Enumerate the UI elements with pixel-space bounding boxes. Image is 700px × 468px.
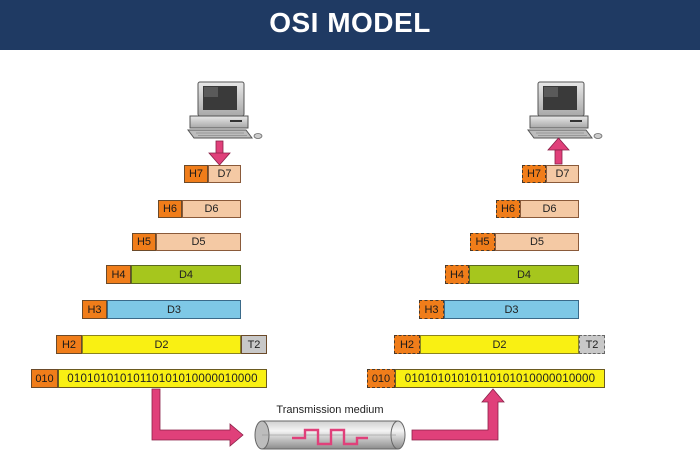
computer-icon <box>187 81 263 139</box>
page-title: OSI MODEL <box>269 7 431 38</box>
receiver-data-d3: D3 <box>444 300 579 319</box>
sender-data-d2: D2 <box>82 335 241 354</box>
sender-physical-header: 010 <box>31 369 58 388</box>
sender-header-h7: H7 <box>184 165 208 183</box>
sender-header-h4: H4 <box>106 265 131 284</box>
sender-bitstream: 01010101010110101010000010000 <box>58 369 267 388</box>
sender-data-d7: D7 <box>208 165 241 183</box>
down-arrow-icon <box>208 140 231 166</box>
title-banner: OSI MODEL <box>0 0 700 50</box>
receiver-header-h2: H2 <box>394 335 420 354</box>
receiver-bitstream: 01010101010110101010000010000 <box>395 369 605 388</box>
receiver-header-h6: H6 <box>496 200 520 218</box>
receiver-header-h3: H3 <box>419 300 444 319</box>
receiver-header-h4: H4 <box>445 265 469 284</box>
sender-trailer-t2: T2 <box>241 335 267 354</box>
sender-header-h3: H3 <box>82 300 107 319</box>
transmission-cable-icon <box>254 420 406 450</box>
receiver-data-d2: D2 <box>420 335 579 354</box>
receiver-data-d6: D6 <box>520 200 579 218</box>
receiver-physical-header: 010 <box>367 369 395 388</box>
receiver-data-d4: D4 <box>469 265 579 284</box>
receiver-data-d5: D5 <box>495 233 579 251</box>
computer-icon <box>527 81 603 139</box>
sender-header-h2: H2 <box>56 335 82 354</box>
sender-data-d6: D6 <box>182 200 241 218</box>
receiver-data-d7: D7 <box>546 165 579 183</box>
sender-data-d5: D5 <box>156 233 241 251</box>
sender-data-d4: D4 <box>131 265 241 284</box>
arrow-from-medium <box>411 388 505 441</box>
receiver-header-h7: H7 <box>522 165 546 183</box>
receiver-trailer-t2: T2 <box>579 335 605 354</box>
arrow-to-medium <box>151 388 244 447</box>
sender-header-h6: H6 <box>158 200 182 218</box>
sender-data-d3: D3 <box>107 300 241 319</box>
up-arrow-icon <box>547 137 570 165</box>
receiver-header-h5: H5 <box>470 233 495 251</box>
sender-header-h5: H5 <box>132 233 156 251</box>
transmission-medium-label: Transmission medium <box>276 404 384 416</box>
